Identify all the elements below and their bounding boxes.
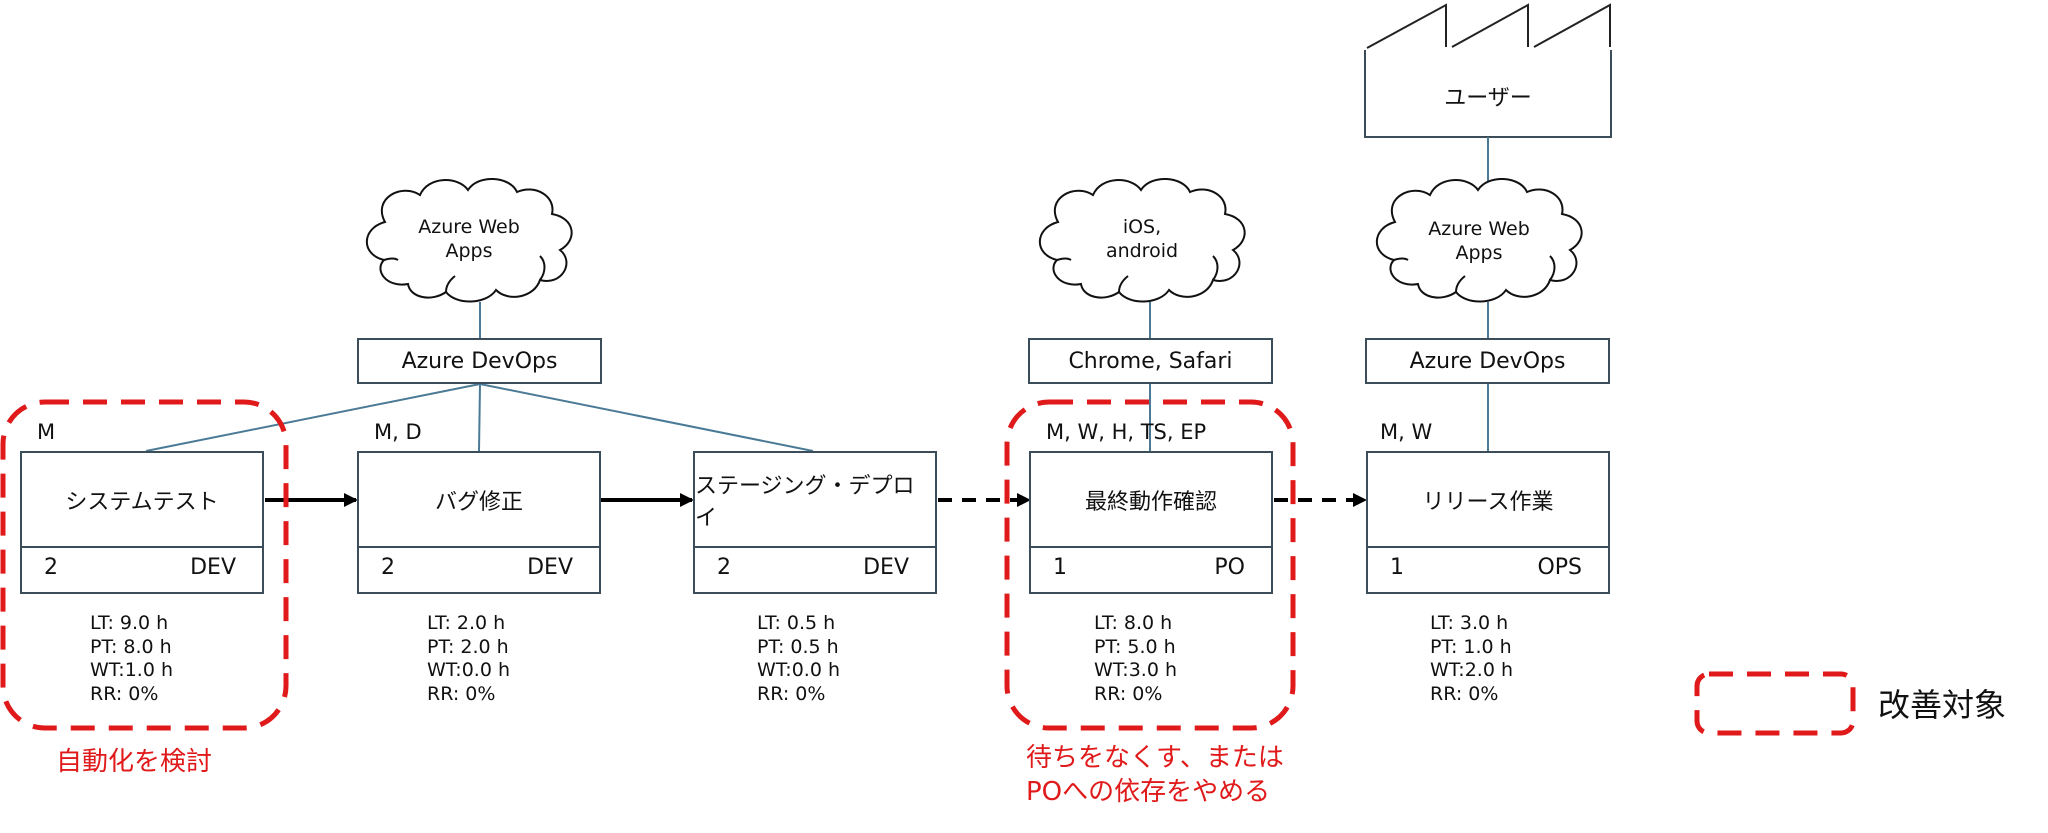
wait-time: WT:3.0 h — [1094, 659, 1178, 681]
process-metrics: LT: 3.0 h PT: 1.0 h WT:2.0 h RR: 0% — [1430, 612, 1513, 706]
rework-rate: RR: 0% — [1094, 682, 1163, 705]
cloud-label: iOS, android — [1052, 215, 1232, 263]
legend-swatch — [1694, 671, 1856, 736]
process-metrics: LT: 9.0 h PT: 8.0 h WT:1.0 h RR: 0% — [90, 612, 173, 706]
improvement-note: 自動化を検討 — [56, 747, 213, 777]
process-name: システムテスト — [22, 453, 262, 548]
tool-box: Chrome, Safari — [1028, 338, 1273, 384]
process-box: ステージング・デプロイ 2 DEV — [693, 451, 937, 594]
process-count: 1 — [1390, 555, 1404, 580]
improvement-region-system-test — [0, 399, 289, 731]
tool-box: Azure DevOps — [357, 338, 602, 384]
process-team: DEV — [527, 555, 573, 580]
cloud-label-line2: android — [1105, 240, 1179, 262]
rework-rate: RR: 0% — [1430, 682, 1499, 705]
lead-time: LT: 9.0 h — [90, 612, 169, 634]
process-count: 1 — [1053, 555, 1067, 580]
cloud-label-line2: Apps — [1455, 242, 1503, 264]
connector-tool-process — [478, 383, 481, 452]
cloud-label-line1: iOS, — [1122, 216, 1162, 238]
improvement-note-line1: 待ちをなくす、または — [1026, 743, 1284, 773]
process-team: DEV — [190, 555, 236, 580]
cloud-label: Azure Web Apps — [1389, 217, 1569, 265]
tool-box: Azure DevOps — [1365, 338, 1610, 384]
process-tags: M, W — [1380, 420, 1433, 444]
cloud-label-line1: Azure Web — [418, 216, 520, 238]
process-count: 2 — [717, 555, 731, 580]
process-name: バグ修正 — [359, 453, 599, 548]
rework-rate: RR: 0% — [90, 682, 159, 705]
process-tags: M, D — [374, 420, 422, 444]
legend-label: 改善対象 — [1878, 686, 2007, 724]
cloud-label-line2: Apps — [445, 240, 493, 262]
cloud-label-line1: Azure Web — [1428, 218, 1530, 240]
improvement-region-final-check — [1004, 399, 1296, 731]
process-team: OPS — [1537, 555, 1582, 580]
process-name: 最終動作確認 — [1031, 453, 1271, 548]
lead-time: LT: 2.0 h — [427, 612, 506, 634]
process-metrics: LT: 8.0 h PT: 5.0 h WT:3.0 h RR: 0% — [1094, 612, 1177, 706]
process-time: PT: 0.5 h — [757, 635, 839, 658]
wait-time: WT:0.0 h — [757, 659, 841, 681]
rework-rate: RR: 0% — [757, 682, 826, 705]
wait-time: WT:2.0 h — [1430, 659, 1514, 681]
lead-time: LT: 8.0 h — [1094, 612, 1173, 634]
cloud-icon — [1038, 177, 1246, 303]
process-name: リリース作業 — [1368, 453, 1608, 548]
factory-icon — [1364, 3, 1612, 138]
customer-label: ユーザー — [1444, 86, 1532, 111]
lead-time: LT: 0.5 h — [757, 612, 836, 634]
process-team: DEV — [863, 555, 909, 580]
cloud-icon — [365, 177, 573, 303]
process-count: 2 — [381, 555, 395, 580]
process-time: PT: 5.0 h — [1094, 635, 1176, 658]
process-box: 最終動作確認 1 PO — [1029, 451, 1273, 594]
process-count: 2 — [44, 555, 58, 580]
improvement-note-line2: POへの依存をやめる — [1026, 777, 1271, 807]
wait-time: WT:0.0 h — [427, 659, 511, 681]
connector-tool-process — [479, 383, 814, 452]
lead-time: LT: 3.0 h — [1430, 612, 1509, 634]
process-tags: M, W, H, TS, EP — [1046, 420, 1207, 444]
process-box: リリース作業 1 OPS — [1366, 451, 1610, 594]
process-metrics: LT: 2.0 h PT: 2.0 h WT:0.0 h RR: 0% — [427, 612, 510, 706]
process-box: バグ修正 2 DEV — [357, 451, 601, 594]
process-time: PT: 2.0 h — [427, 635, 509, 658]
cloud-label: Azure Web Apps — [379, 215, 559, 263]
process-box: システムテスト 2 DEV — [20, 451, 264, 594]
cloud-icon — [1375, 177, 1583, 303]
wait-time: WT:1.0 h — [90, 659, 174, 681]
process-time: PT: 1.0 h — [1430, 635, 1512, 658]
improvement-note: 待ちをなくす、または POへの依存をやめる — [1026, 741, 1284, 809]
process-metrics: LT: 0.5 h PT: 0.5 h WT:0.0 h RR: 0% — [757, 612, 840, 706]
process-time: PT: 8.0 h — [90, 635, 172, 658]
process-team: PO — [1214, 555, 1245, 580]
process-tags: M — [37, 420, 56, 444]
rework-rate: RR: 0% — [427, 682, 496, 705]
process-name: ステージング・デプロイ — [695, 453, 935, 548]
connector-tool-process — [145, 383, 481, 452]
